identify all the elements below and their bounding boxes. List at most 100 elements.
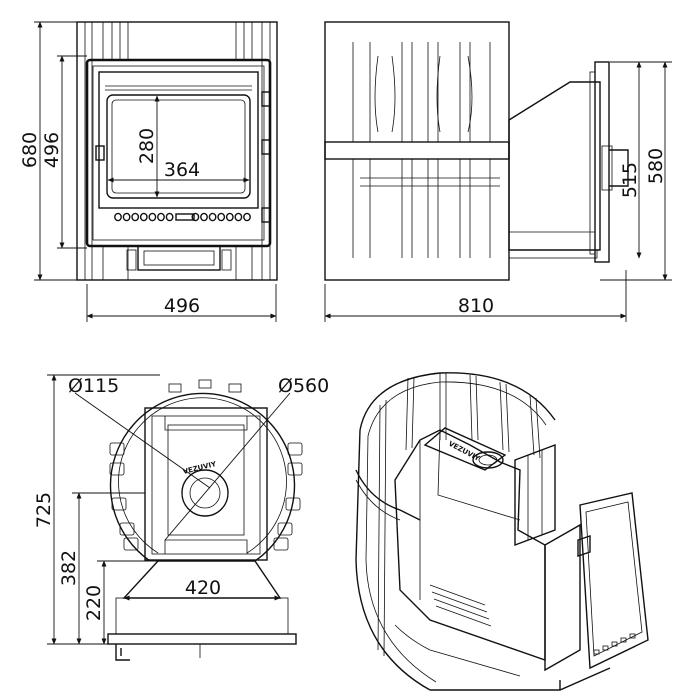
front-vent-slider: [175, 213, 195, 221]
top-rim-slat: [109, 462, 125, 476]
top-rim-slat: [287, 462, 303, 476]
iso-shell-left-inner: [365, 435, 437, 683]
front-body-outline: [76, 21, 278, 281]
iso-flue: [472, 451, 504, 469]
top-door-handle: [115, 644, 130, 661]
dim-glass-height: 280: [136, 128, 158, 164]
iso-vent-hole: [620, 637, 627, 643]
dim-total-depth: 725: [33, 492, 55, 528]
front-glass-inner: [111, 99, 246, 194]
dim-body-diameter: Ø560: [278, 375, 329, 397]
side-view: 810 515 580: [324, 21, 672, 322]
front-vent-hole: [208, 212, 217, 222]
iso-slats: [377, 373, 541, 657]
front-glass: [106, 94, 251, 199]
front-latch-bottom: [261, 207, 271, 223]
front-vent-hole: [191, 212, 200, 222]
front-vent-hole: [157, 212, 165, 222]
dim-tunnel-width: 420: [185, 577, 221, 599]
leader-flue: [74, 392, 211, 489]
iso-grate: [429, 584, 492, 627]
iso-vent-hole: [593, 649, 600, 655]
side-tunnel: [508, 81, 601, 251]
dim-side-height-a: 515: [619, 162, 641, 198]
dim-side-depth: 810: [458, 295, 494, 317]
front-vent-hole: [217, 212, 226, 222]
top-door-frame: [107, 633, 297, 645]
iso-view: VEZUVIY: [355, 372, 649, 691]
front-view: 680 496 280 364 496: [19, 21, 278, 322]
top-flue-inner: [189, 477, 221, 509]
front-vent-hole: [114, 212, 122, 222]
iso-vent-hole: [611, 641, 618, 647]
iso-firebox: [394, 429, 546, 661]
iso-door-glass: [585, 501, 643, 657]
side-slats: [352, 42, 491, 258]
top-brand-mark: VEZUVIY: [182, 460, 218, 476]
dim-side-height-b: 580: [645, 148, 667, 184]
dim-front-width: 496: [164, 295, 200, 317]
front-vent-hole: [200, 212, 208, 222]
top-rim-slat: [123, 537, 139, 551]
leader-body: [164, 392, 291, 541]
iso-shell-top-inner: [367, 381, 547, 437]
iso-band: [355, 469, 421, 521]
front-vent-hole: [131, 212, 140, 222]
side-inner-frame-lower: [360, 177, 500, 187]
front-vent-hole: [122, 212, 131, 222]
top-rim-slats: [109, 379, 303, 551]
iso-shell-top-outer: [359, 372, 556, 431]
iso-stone-cage: [514, 443, 556, 547]
front-hinge-left: [95, 145, 105, 161]
top-rim-slat: [111, 497, 127, 511]
top-rim-slat: [228, 383, 242, 393]
iso-door: [579, 492, 649, 670]
top-view: VEZUVIY Ø115 Ø560 725 382 220 420: [33, 374, 329, 661]
front-door-inner-frame: [92, 65, 265, 241]
side-band: [324, 141, 510, 160]
front-vent-hole: [243, 212, 251, 222]
dim-glass-width: 364: [164, 159, 200, 181]
top-flue-outer: [181, 469, 229, 517]
iso-base: [430, 667, 611, 691]
front-latch-top: [261, 91, 271, 107]
front-latch-mid: [261, 139, 271, 155]
top-rim-slat: [287, 442, 303, 456]
top-firebox-ribs: [164, 416, 248, 554]
front-ash-drawer: [137, 245, 221, 271]
top-rim-slat: [198, 379, 212, 389]
front-vent-hole: [165, 212, 174, 222]
top-rim-slat: [168, 383, 182, 393]
top-firebox: [144, 407, 268, 561]
iso-door-latch: [577, 535, 591, 557]
dim-center-depth: 382: [58, 550, 80, 586]
front-door-panel: [98, 71, 259, 209]
front-vent-hole: [148, 212, 157, 222]
front-vent-hole: [139, 212, 148, 222]
front-vent-hole: [234, 212, 243, 222]
iso-tunnel: [544, 523, 581, 672]
iso-top-plate: [423, 427, 507, 471]
top-rim-slat: [277, 522, 293, 536]
dim-body-height: 496: [41, 132, 63, 168]
dim-overall-height: 680: [19, 132, 41, 168]
iso-brand-mark: VEZUVIY: [447, 440, 482, 463]
front-ash-drawer-handle: [143, 250, 215, 266]
top-shell-inner: [118, 397, 287, 554]
iso-vents: [593, 633, 636, 655]
front-air-vents: [114, 212, 251, 222]
dim-tunnel-depth: 220: [83, 585, 105, 621]
side-inner-frame-upper: [374, 55, 473, 133]
front-vent-hole: [225, 212, 234, 222]
top-stone-bay: [167, 424, 245, 536]
dim-flue-diameter: Ø115: [68, 375, 119, 397]
iso-shell-left: [355, 429, 431, 691]
iso-vent-hole: [602, 645, 609, 651]
top-rim-slat: [109, 442, 125, 456]
top-rim-slat: [119, 522, 135, 536]
top-rim-slat: [273, 537, 289, 551]
side-door-handle: [609, 149, 629, 187]
iso-vent-hole: [629, 633, 636, 639]
